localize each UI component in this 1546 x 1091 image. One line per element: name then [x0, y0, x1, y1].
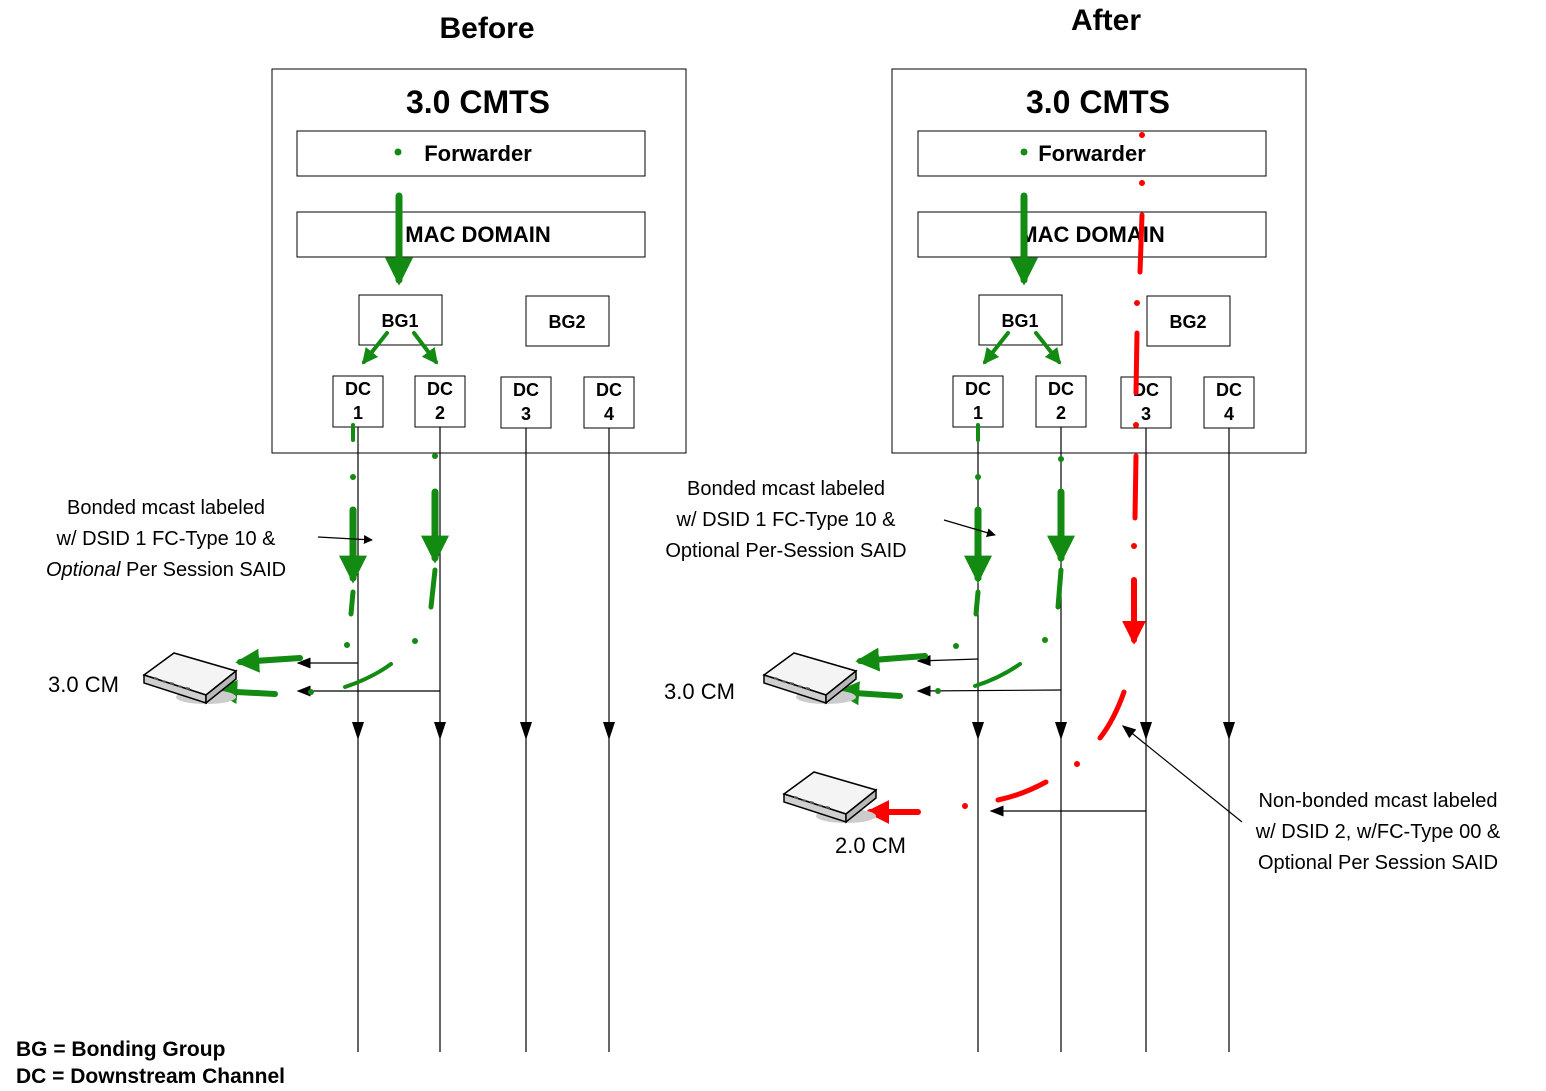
before-cmts-title: 3.0 CMTS: [406, 84, 550, 120]
before-annotation-line2: w/ DSID 1 FC-Type 10 &: [56, 528, 277, 550]
after-bg2-box: [1146, 295, 1231, 347]
before-bg2-label: BG2: [548, 312, 585, 332]
before-forwarder-box: [296, 130, 646, 177]
before-dc3-label-top: DC: [513, 380, 539, 400]
after-section: After 3.0 CMTS Forwarder MAC DOMAIN BG1 …: [664, 4, 1501, 1052]
after-mac-domain-box: [917, 211, 1267, 258]
before-dc1-box: [332, 375, 384, 428]
after-dc4-box: [1203, 376, 1255, 429]
after-bonded-annotation-pointer: [943, 519, 996, 538]
after-dc2-label-num: 2: [1056, 403, 1066, 423]
before-dc1-label-top: DC: [345, 379, 371, 399]
before-annotation-line1: Bonded mcast labeled: [67, 497, 265, 519]
after-dc3-label-top: DC: [1133, 380, 1159, 400]
after-dc4-label-top: DC: [1216, 380, 1242, 400]
before-channel-lines: [296, 427, 615, 1052]
before-section: Before 3.0 CMTS Forwarder MAC DOMAIN BG1…: [46, 12, 687, 1052]
after-nonbonded-annotation-line3: Optional Per Session SAID: [1258, 852, 1498, 874]
after-bonded-flow: [835, 148, 1075, 706]
before-bg1-label: BG1: [381, 311, 418, 331]
after-cm20-modem-icon: [783, 771, 877, 823]
before-dc2-label-top: DC: [427, 379, 453, 399]
after-dc3-label-num: 3: [1141, 404, 1151, 424]
after-cm30-modem-icon: [763, 652, 857, 704]
after-bonded-annotation-line2: w/ DSID 1 FC-Type 10 &: [676, 509, 897, 531]
after-cmts-title: 3.0 CMTS: [1026, 84, 1170, 120]
after-dc3-box: [1120, 376, 1172, 429]
legend: BG = Bonding Group DC = Downstream Chann…: [16, 1038, 285, 1088]
before-bg1-box: [358, 294, 443, 346]
before-mac-domain-label: MAC DOMAIN: [405, 222, 550, 247]
after-bg1-label: BG1: [1001, 311, 1038, 331]
legend-bg: BG = Bonding Group: [16, 1038, 225, 1061]
after-forwarder-box: [917, 130, 1267, 177]
before-dc4-label-top: DC: [596, 380, 622, 400]
before-annotation-line3: Optional Per Session SAID: [46, 559, 286, 581]
after-dc4-label-num: 4: [1224, 404, 1234, 424]
after-cm30-label: 3.0 CM: [664, 679, 735, 704]
after-bg1-box: [978, 294, 1063, 346]
after-dc1-label-num: 1: [973, 403, 983, 423]
before-cm30-label: 3.0 CM: [48, 672, 119, 697]
after-bg2-label: BG2: [1169, 312, 1206, 332]
after-nonbonded-annotation-pointer: [1121, 725, 1243, 823]
before-dc2-label-num: 2: [435, 403, 445, 423]
before-forwarder-label: Forwarder: [424, 141, 532, 166]
after-title: After: [1071, 4, 1141, 37]
before-title: Before: [439, 12, 534, 45]
before-dc4-label-num: 4: [604, 404, 614, 424]
after-forwarder-label: Forwarder: [1038, 141, 1146, 166]
before-bonded-flow: [213, 148, 449, 704]
after-channel-lines: [916, 427, 1235, 1052]
before-dc1-label-num: 1: [353, 403, 363, 423]
after-bonded-annotation-line3: Optional Per-Session SAID: [665, 540, 906, 562]
after-dc2-box: [1035, 375, 1087, 428]
after-nonbonded-annotation-line2: w/ DSID 2, w/FC-Type 00 &: [1255, 821, 1501, 843]
after-nonbonded-annotation-line1: Non-bonded mcast labeled: [1258, 790, 1497, 812]
before-mac-domain-box: [296, 211, 646, 258]
before-bg2-box: [525, 295, 610, 347]
before-dc3-box: [500, 376, 552, 429]
before-dc3-label-num: 3: [521, 404, 531, 424]
before-annotation-pointer: [317, 535, 373, 545]
before-cm30-modem-icon: [143, 652, 237, 704]
legend-dc: DC = Downstream Channel: [16, 1065, 285, 1088]
after-cm20-label: 2.0 CM: [835, 833, 906, 858]
after-dc1-box: [952, 375, 1004, 428]
after-bonded-annotation-line1: Bonded mcast labeled: [687, 478, 885, 500]
after-dc1-label-top: DC: [965, 379, 991, 399]
after-dc2-label-top: DC: [1048, 379, 1074, 399]
after-nonbonded-flow: [865, 132, 1146, 824]
